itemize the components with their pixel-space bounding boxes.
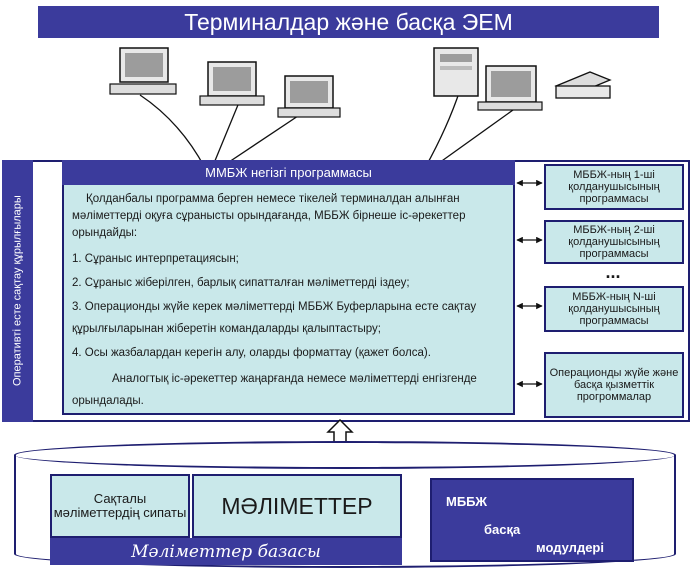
user-program-n-box: МББЖ-ның N-ші қолданушысының программасы: [544, 286, 684, 332]
intro-text: Қолданбалы программа берген немесе тікел…: [72, 193, 466, 239]
terminals-illustration: [109, 47, 612, 169]
stored-data-attributes-box: Сақталы мәліметтердің сипаты: [50, 474, 190, 538]
network-wire: [139, 94, 206, 169]
user-program-1-box: МББЖ-ның 1-ші қолданушысының программасы: [544, 164, 684, 210]
other-modules-line3: модулдері: [536, 540, 604, 555]
database-cylinder-top: [14, 441, 676, 469]
database-caption: Мәліметтер базасы: [50, 538, 402, 565]
step-item: 3. Операционды жүйе керек мәліметтерді М…: [72, 301, 477, 335]
other-modules-box: МББЖ басқа модулдері: [430, 478, 634, 562]
main-program-text: Қолданбалы программа берген немесе тікел…: [72, 191, 510, 412]
side-strip: [2, 160, 33, 422]
workstation-icon: [433, 47, 543, 111]
network-wire: [431, 104, 521, 169]
main-program-box: [62, 160, 515, 415]
user-program-2-box: МББЖ-ның 2-ші қолданушысының программасы: [544, 220, 684, 264]
network-wire: [219, 107, 311, 169]
note-text: Аналогтық іс-әрекеттер жаңарғанда немесе…: [72, 373, 477, 407]
ellipsis: ...: [605, 262, 621, 282]
other-modules-line2: басқа: [484, 522, 521, 537]
diagram-title: Терминалдар және басқа ЭЕМ: [38, 6, 659, 38]
network-wire: [211, 99, 241, 169]
step-item: 1. Сұраныс интерпретациясын;: [72, 253, 239, 265]
printer-icon: [554, 71, 612, 99]
main-program-header: ММБЖ негізгі программасы: [62, 160, 515, 185]
computer-icon: [199, 61, 265, 106]
step-item: 4. Осы жазбалардан керегін алу, оларды ф…: [72, 347, 431, 359]
other-modules-line1: МББЖ: [446, 494, 487, 509]
computer-icon: [109, 47, 177, 95]
data-box: МӘЛІМЕТТЕР: [192, 474, 402, 538]
os-programs-box: Операционды жүйе және басқа қызметтік пр…: [544, 352, 684, 418]
step-item: 2. Сұраныс жіберілген, барлық сипатталға…: [72, 277, 410, 289]
computer-icon: [277, 75, 341, 118]
